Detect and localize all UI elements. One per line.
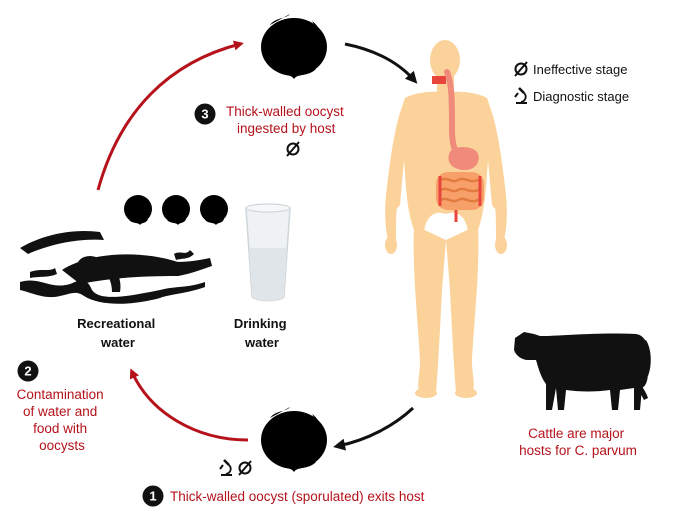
diagnostic-legend-icon [513,86,529,105]
cattle-note: Cattle are major hosts for C. parvum [519,426,637,458]
ineffective-icon-step1 [238,460,252,476]
water-oocyst-3-icon [200,195,228,225]
swimmer-icon [20,230,212,304]
svg-text:1: 1 [149,489,156,504]
cow-silhouette-icon [514,332,651,410]
step-1-badge: 1 [142,485,164,507]
step-3-badge: 3 [194,103,216,125]
step-2-badge: 2 [17,360,39,382]
stomach-icon [448,147,479,171]
water-glass-icon [245,203,291,302]
arrow-swimmer-to-oocyst3 [96,40,244,191]
diagnostic-legend-label: Diagnostic stage [533,89,629,104]
water-oocyst-2-icon [162,195,190,225]
oocyst-ingested-icon [261,14,327,79]
arrow-oocyst1-to-contamination [129,368,249,442]
drinking-water-label: Drinking water [234,316,290,350]
step-3-label: Thick-walled oocyst ingested by host [226,104,348,136]
arrow-human-to-oocyst1 [333,406,415,451]
intestines-icon [436,172,484,222]
arrow-oocyst3-to-human [344,42,418,84]
step-2-label: Contamination of water and food with ooc… [17,387,108,453]
oocyst-exits-host-icon [261,407,327,472]
mouth-icon [432,76,446,84]
svg-text:2: 2 [24,364,31,379]
ineffective-legend-label: Ineffective stage [533,62,627,77]
ineffective-legend-icon [514,61,528,77]
svg-text:3: 3 [201,107,208,122]
diagnostic-icon-step1 [218,458,234,477]
recreational-water-label: Recreational water [77,316,159,350]
step-1-label: Thick-walled oocyst (sporulated) exits h… [170,489,425,504]
water-oocyst-1-icon [124,195,152,225]
ineffective-icon-step3 [286,141,300,157]
human-host-figure [385,40,507,398]
